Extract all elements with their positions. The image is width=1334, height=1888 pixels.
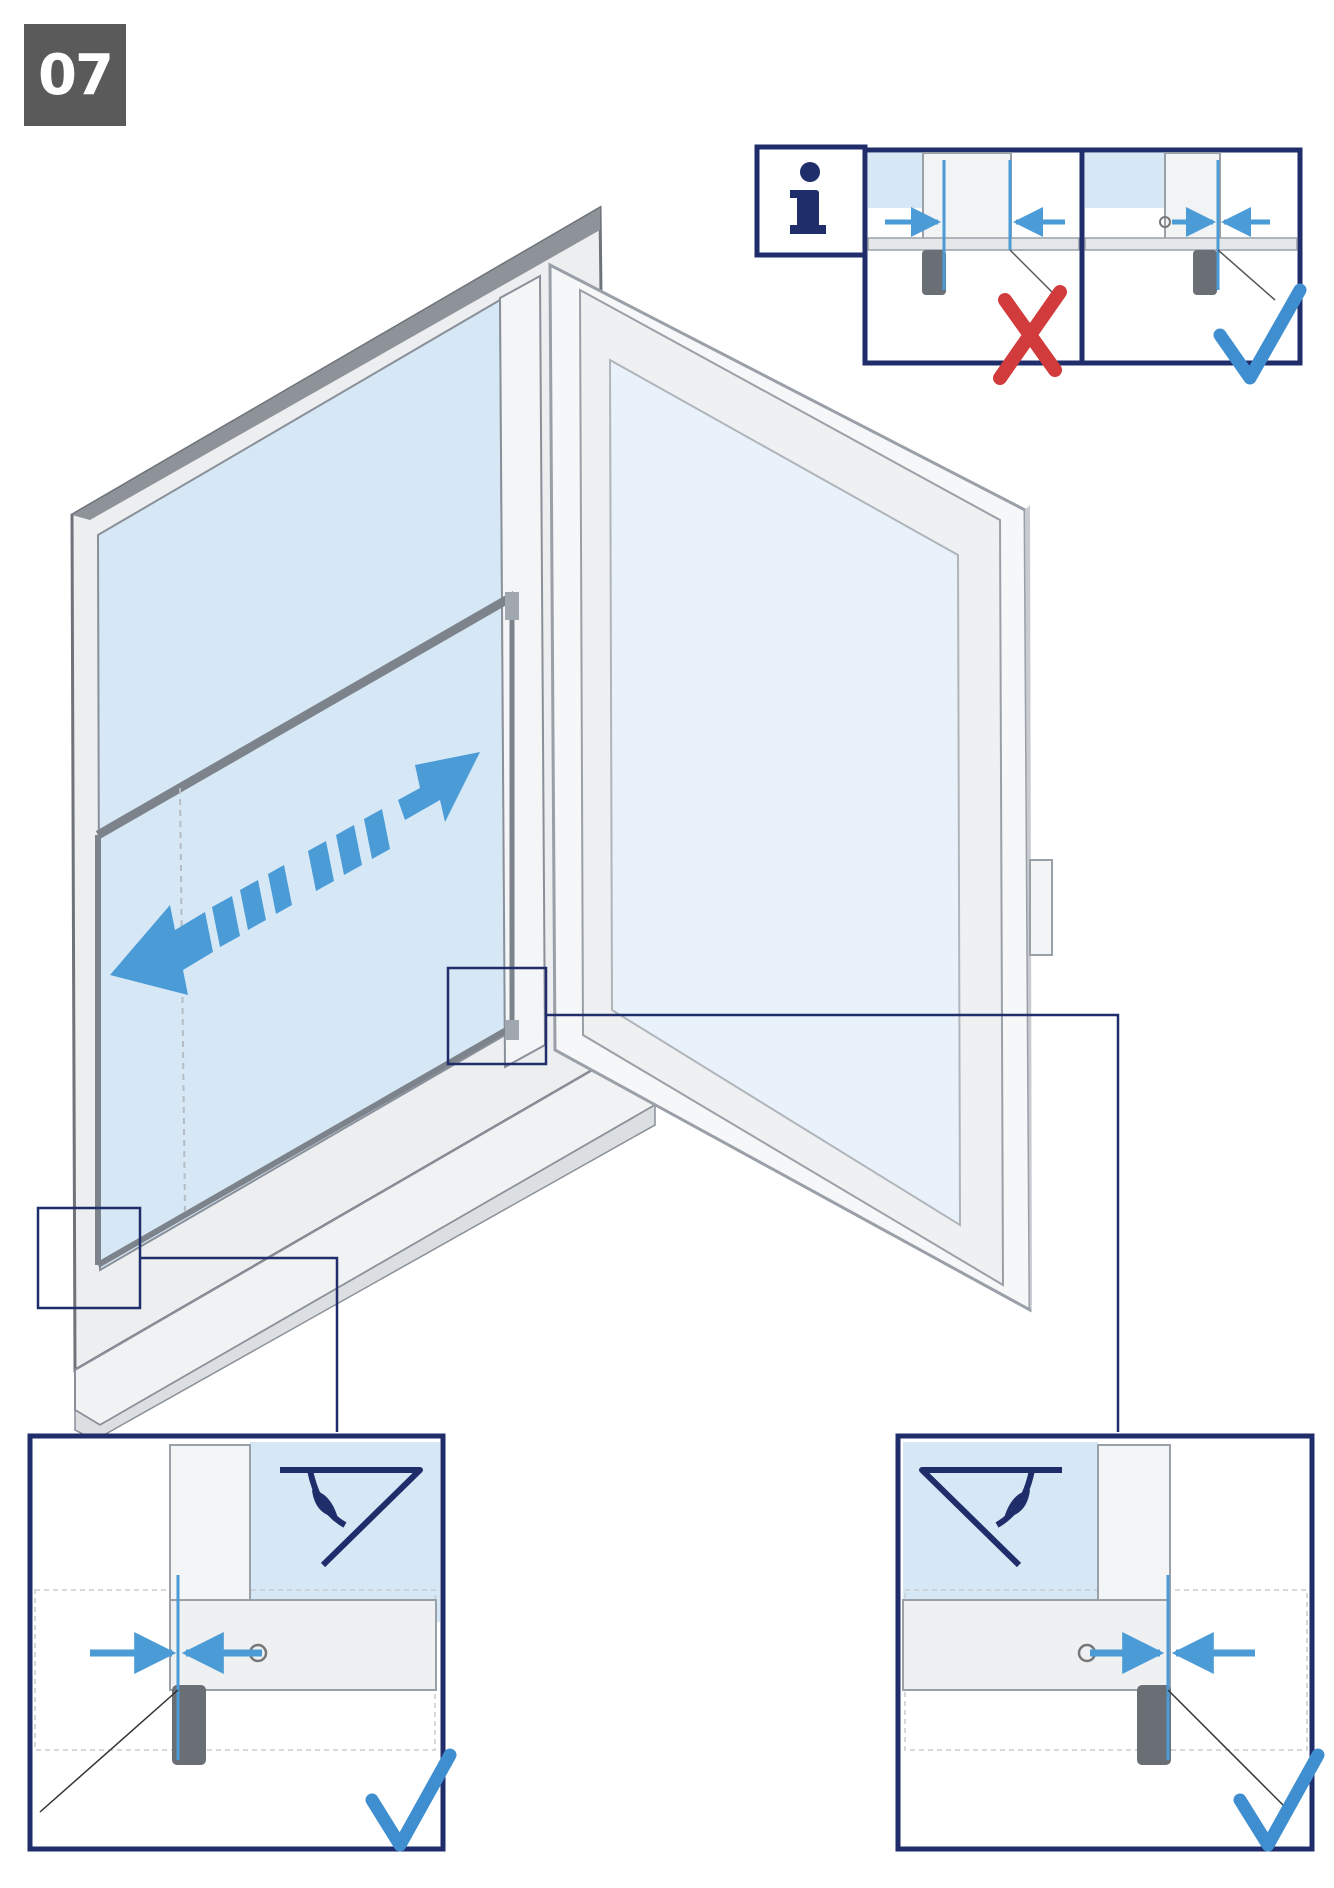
window-drawing (36, 205, 1120, 1441)
eye-icon (919, 1467, 1062, 1568)
leader-line-right (546, 1013, 1120, 1432)
mullion (498, 274, 547, 1069)
sill-front (74, 1103, 656, 1441)
check-icon (365, 1748, 457, 1852)
eye-icon (280, 1467, 423, 1568)
detail-view-left (27, 1433, 457, 1852)
step-number: 07 (38, 42, 114, 108)
check-icon (1213, 283, 1307, 385)
info-panel (754, 144, 1307, 385)
step-number-badge: 07 (24, 24, 126, 126)
frame-top-shadow (72, 208, 600, 520)
cross-icon (993, 285, 1067, 385)
double-arrow-icon (110, 752, 480, 995)
fly-screen (95, 591, 519, 1268)
info-icon (790, 162, 826, 234)
open-sash (548, 262, 1053, 1313)
check-icon (1233, 1748, 1325, 1852)
detail-view-right (895, 1433, 1325, 1852)
leader-line-left (140, 1256, 339, 1432)
